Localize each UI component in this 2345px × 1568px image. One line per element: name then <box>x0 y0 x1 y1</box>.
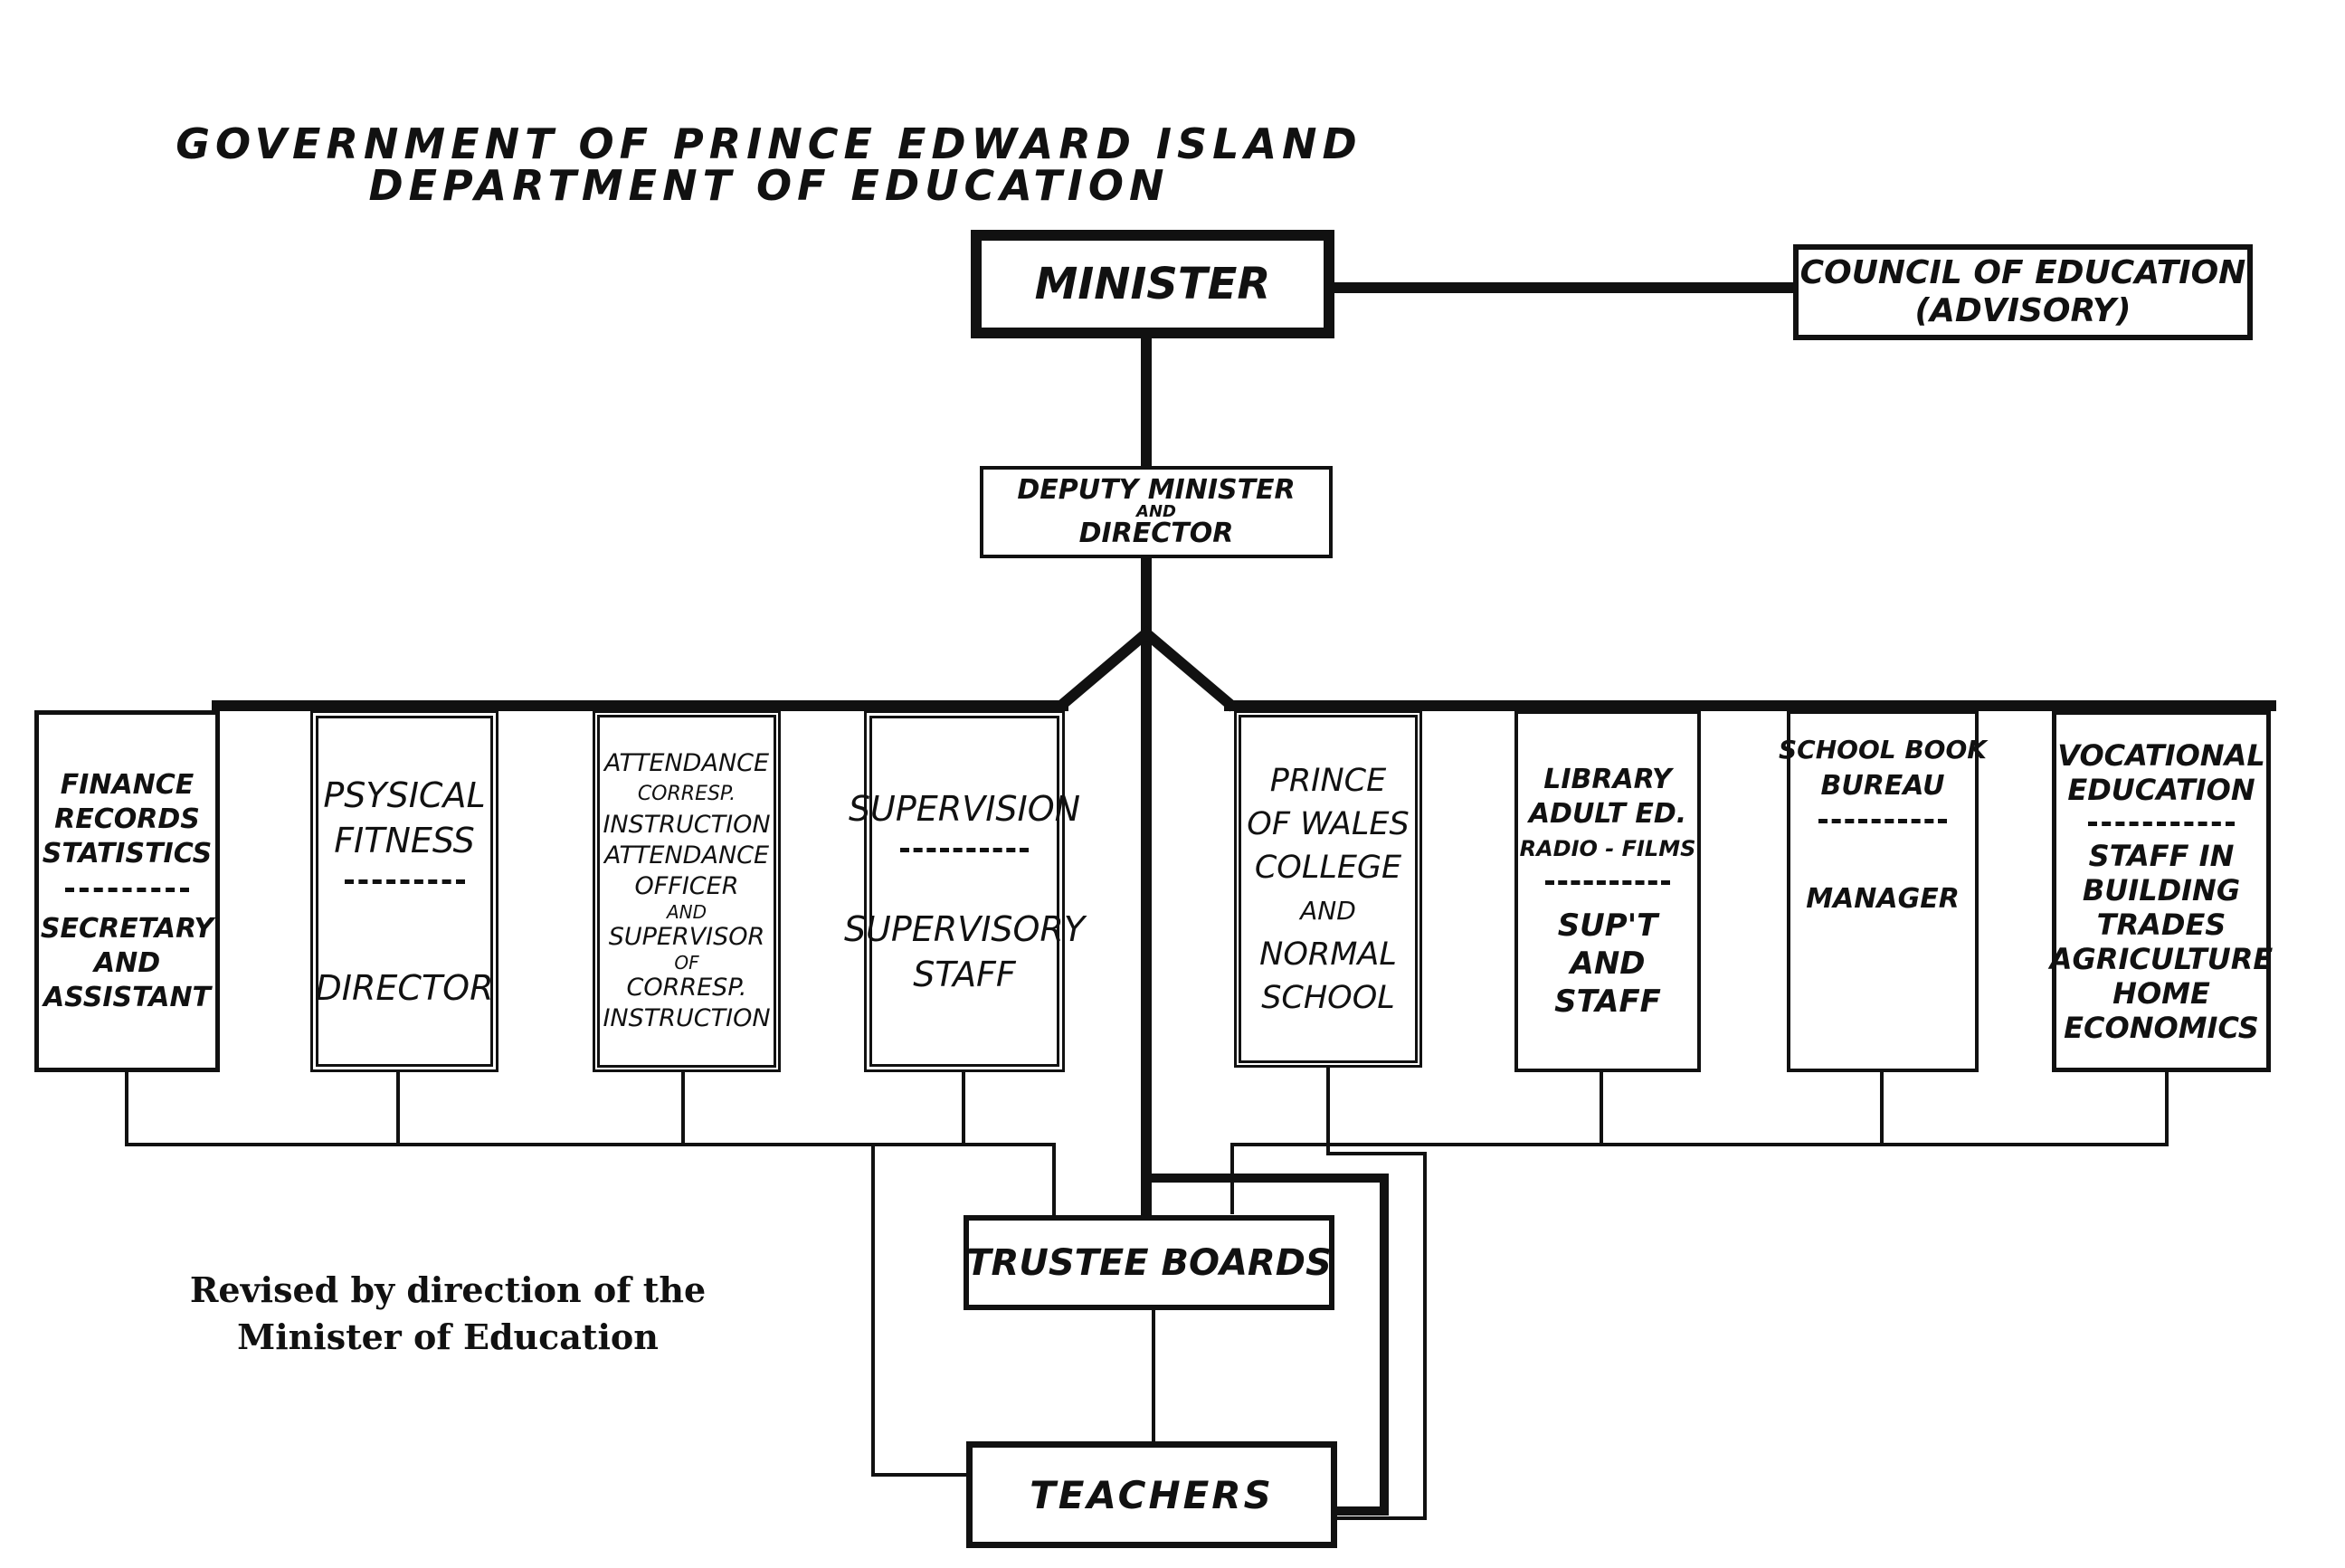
dashed-separator <box>344 879 465 884</box>
revision-note-line-1: Revised by direction of the <box>189 1269 707 1310</box>
title-line-2: DEPARTMENT OF EDUCATION <box>368 161 1170 210</box>
revision-note: Revised by direction of the Minister of … <box>158 1267 737 1361</box>
council-box: COUNCIL OF EDUCATION (ADVISORY) <box>1793 244 2253 340</box>
branch-attendance: ATTENDANCE CORRESP. INSTRUCTION ATTENDAN… <box>593 710 781 1072</box>
branch-supervision: SUPERVISION SUPERVISORY STAFF <box>844 710 1085 1072</box>
branch-school-book-bureau: SCHOOL BOOK BUREAU MANAGER <box>1779 710 1987 1072</box>
minister-box: MINISTER <box>971 230 1334 338</box>
branch-library: LIBRARY ADULT ED. RADIO - FILMS SUP'T AN… <box>1514 710 1701 1072</box>
dashed-separator <box>65 887 189 892</box>
dashed-separator <box>1544 879 1671 885</box>
deputy-box: DEPUTY MINISTER AND DIRECTOR <box>980 466 1333 558</box>
revision-note-line-2: Minister of Education <box>237 1316 659 1357</box>
title-line-1: GOVERNMENT OF PRINCE EDWARD ISLAND <box>176 119 1362 168</box>
branch-prince-of-wales: PRINCE OF WALES COLLEGE AND NORMAL SCHOO… <box>1234 710 1422 1068</box>
teachers-box: TEACHERS <box>966 1441 1337 1548</box>
branch-vocational: VOCATIONAL EDUCATION STAFF IN BUILDING T… <box>2050 710 2273 1072</box>
dashed-separator <box>899 847 1030 852</box>
branch-chevron-line <box>1055 626 1238 712</box>
trustee-boards-box: TRUSTEE BOARDS <box>964 1215 1334 1310</box>
dashed-separator <box>1818 819 1948 823</box>
thick-loop-line <box>1142 1174 1389 1516</box>
branch-finance: FINANCE RECORDS STATISTICS SECRETARY AND… <box>34 710 220 1072</box>
branch-physical-fitness: PSYSICAL FITNESS DIRECTOR <box>310 710 498 1072</box>
dashed-separator <box>2087 821 2236 826</box>
